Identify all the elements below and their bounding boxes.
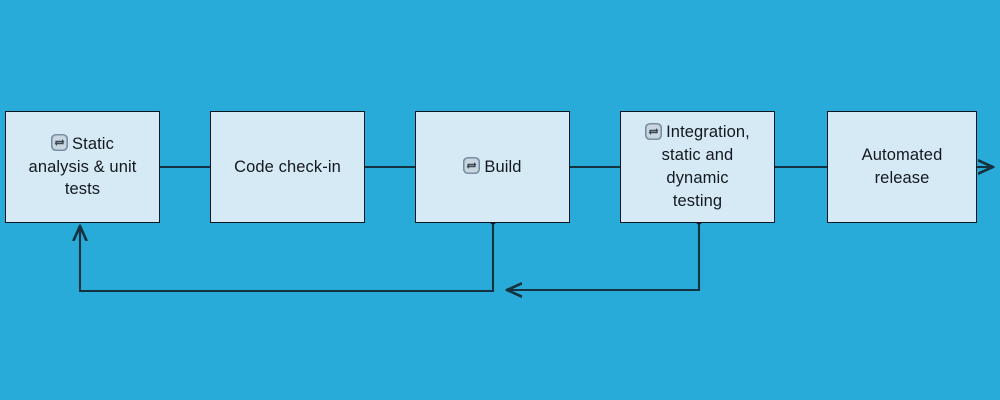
- node-code-check-in-label: Code check-in: [234, 157, 341, 176]
- node-code-check-in[interactable]: Code check-in: [210, 111, 365, 223]
- node-build[interactable]: Build: [415, 111, 570, 223]
- repeat-loop-icon: [645, 123, 663, 140]
- node-build-label: Build: [456, 156, 528, 179]
- repeat-loop-icon: [51, 134, 68, 152]
- edge-build-feedback: [80, 222, 495, 293]
- edge-testing-feedback: [507, 222, 701, 290]
- repeat-loop-icon: [463, 157, 481, 175]
